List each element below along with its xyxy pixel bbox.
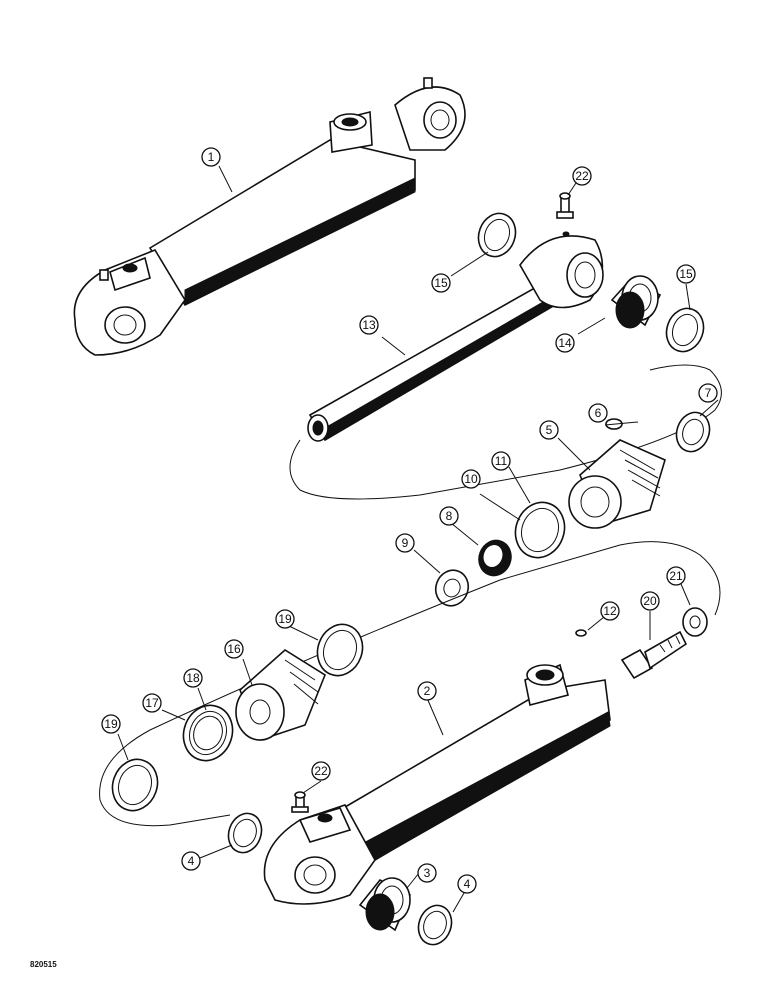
washer-21 bbox=[682, 607, 708, 637]
callout-12: 12 bbox=[600, 601, 620, 621]
piston-rod bbox=[307, 231, 604, 442]
callout-15-left: 15 bbox=[431, 273, 451, 293]
callout-10: 10 bbox=[461, 469, 481, 489]
svg-text:4: 4 bbox=[464, 877, 471, 891]
callout-11: 11 bbox=[491, 451, 511, 471]
callout-21: 21 bbox=[666, 566, 686, 586]
callout-18: 18 bbox=[183, 668, 203, 688]
callout-4-right: 4 bbox=[457, 874, 477, 894]
svg-text:6: 6 bbox=[595, 406, 602, 420]
grease-fitting-top bbox=[556, 192, 574, 219]
callout-5: 5 bbox=[539, 420, 559, 440]
snap-ring-top-right bbox=[665, 307, 705, 353]
washer-9 bbox=[434, 569, 470, 607]
svg-text:19: 19 bbox=[104, 717, 118, 731]
svg-text:18: 18 bbox=[186, 671, 200, 685]
callout-22-bottom: 22 bbox=[311, 761, 331, 781]
callout-19-left: 19 bbox=[101, 714, 121, 734]
svg-text:21: 21 bbox=[669, 569, 683, 583]
callout-4-left: 4 bbox=[181, 851, 201, 871]
wear-ring-19-right bbox=[316, 623, 364, 677]
svg-text:4: 4 bbox=[188, 854, 195, 868]
gland-5 bbox=[568, 439, 666, 529]
seal-11 bbox=[514, 501, 566, 559]
callout-3: 3 bbox=[417, 863, 437, 883]
svg-text:8: 8 bbox=[446, 509, 453, 523]
callout-6: 6 bbox=[588, 403, 608, 423]
svg-text:9: 9 bbox=[402, 536, 409, 550]
callout-2: 2 bbox=[417, 681, 437, 701]
svg-text:12: 12 bbox=[603, 604, 617, 618]
snap-ring-bottom-right bbox=[417, 904, 453, 946]
seal-8 bbox=[478, 539, 512, 577]
callout-22-top: 22 bbox=[572, 166, 592, 186]
plug-12 bbox=[575, 629, 587, 637]
svg-text:14: 14 bbox=[558, 336, 572, 350]
svg-text:17: 17 bbox=[145, 696, 159, 710]
bolt-20 bbox=[620, 630, 688, 680]
svg-text:7: 7 bbox=[705, 386, 712, 400]
leader-lines bbox=[117, 165, 719, 913]
svg-text:2: 2 bbox=[424, 684, 431, 698]
svg-text:19: 19 bbox=[278, 612, 292, 626]
svg-text:13: 13 bbox=[362, 318, 376, 332]
bushing-top bbox=[610, 275, 662, 329]
svg-text:20: 20 bbox=[643, 594, 657, 608]
svg-text:22: 22 bbox=[575, 169, 589, 183]
callout-14: 14 bbox=[555, 333, 575, 353]
wear-ring-19-left bbox=[111, 758, 159, 812]
snap-ring-top-left bbox=[477, 212, 517, 258]
callout-19-right: 19 bbox=[275, 609, 295, 629]
seal-18 bbox=[182, 704, 234, 762]
callout-16: 16 bbox=[224, 639, 244, 659]
callout-13: 13 bbox=[359, 315, 379, 335]
callout-17: 17 bbox=[142, 693, 162, 713]
wear-ring-7 bbox=[675, 411, 711, 453]
svg-text:15: 15 bbox=[434, 276, 448, 290]
callout-15-right: 15 bbox=[676, 264, 696, 284]
piston-16 bbox=[235, 649, 326, 741]
svg-text:11: 11 bbox=[495, 454, 508, 468]
svg-text:5: 5 bbox=[546, 423, 553, 437]
snap-ring-bottom-left bbox=[227, 812, 263, 854]
cylinder-barrel-bottom bbox=[263, 663, 611, 905]
drawing-id-label: 820515 bbox=[30, 960, 57, 969]
svg-text:16: 16 bbox=[227, 642, 241, 656]
grease-fitting-bottom bbox=[291, 791, 309, 813]
callout-8: 8 bbox=[439, 506, 459, 526]
callout-9: 9 bbox=[395, 533, 415, 553]
callout-20: 20 bbox=[640, 591, 660, 611]
callout-1: 1 bbox=[201, 147, 221, 167]
svg-text:1: 1 bbox=[208, 150, 215, 164]
cylinder-assembly-top bbox=[73, 77, 466, 356]
svg-text:3: 3 bbox=[424, 866, 431, 880]
svg-text:15: 15 bbox=[679, 267, 693, 281]
svg-text:22: 22 bbox=[314, 764, 328, 778]
bushing-bottom bbox=[358, 877, 412, 932]
callout-7: 7 bbox=[698, 383, 718, 403]
svg-text:10: 10 bbox=[464, 472, 478, 486]
